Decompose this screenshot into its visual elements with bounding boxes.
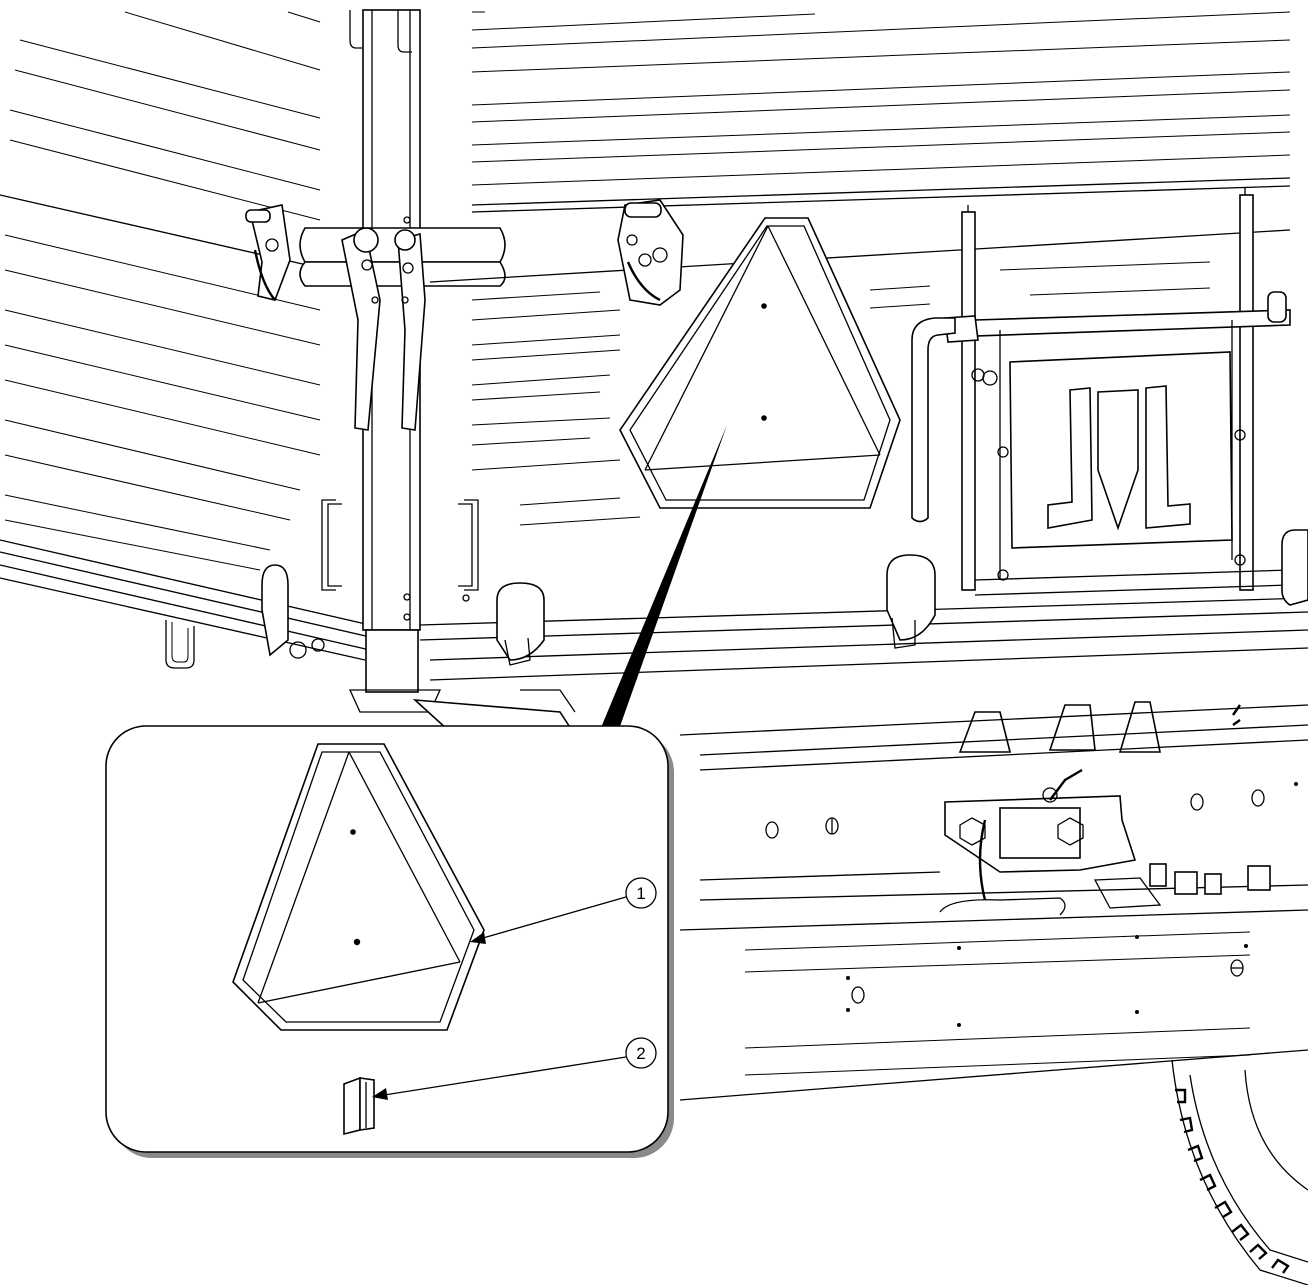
slow-moving-vehicle-emblem [232,743,485,1031]
detail-leader [600,425,727,732]
callout-1-label: 1 [636,884,645,903]
gate-locking-mechanism [299,227,506,431]
detail-view: 1 2 [105,725,674,1158]
manufacturer-logo: JL [1047,385,1191,531]
callout-2: 2 [372,1037,657,1100]
mounting-bracket [343,1076,375,1136]
callout-2-label: 2 [636,1044,645,1063]
side-board-lock-left [245,204,291,301]
side-board-lock-right [617,199,684,306]
left-side-board [0,11,371,669]
slow-moving-vehicle-emblem-installed [619,217,901,509]
rear-board [321,11,1308,681]
plate-holder [911,188,1308,606]
rear-wheel [1171,1059,1308,1285]
gate-hinge-ears [261,554,936,666]
chassis-frame [412,689,1308,1101]
callout-1: 1 [470,877,657,944]
